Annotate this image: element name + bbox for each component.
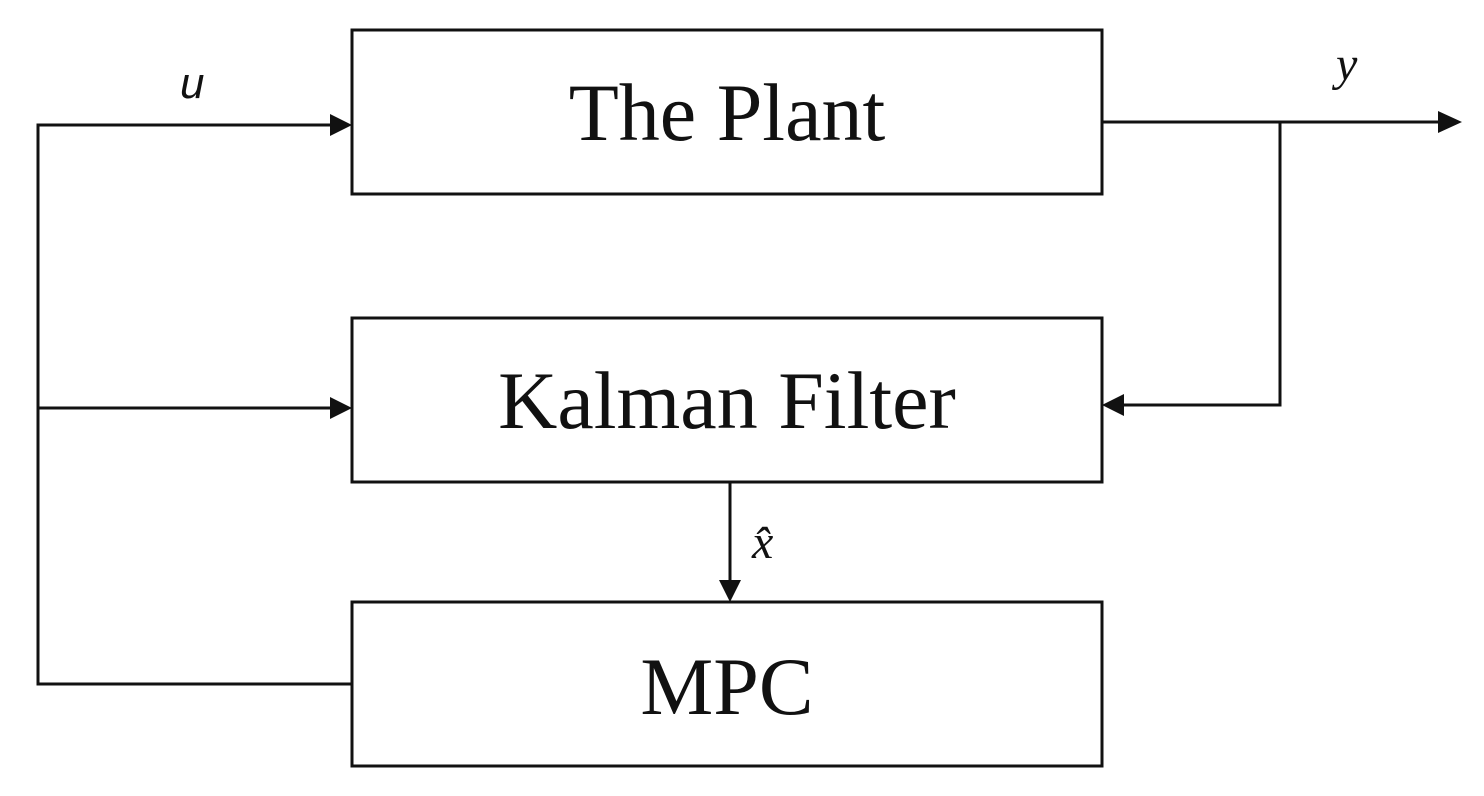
mpc-block: MPC <box>350 600 1104 768</box>
arrow-output-y <box>1438 111 1462 133</box>
x-hat-label: x̂ <box>751 516 773 569</box>
kalman-filter-label: Kalman Filter <box>498 355 956 446</box>
arrow-into-kalman-from-y <box>1102 394 1124 416</box>
y-label: y <box>1331 38 1358 91</box>
output-signal-wires <box>1102 111 1462 416</box>
plant-block: The Plant <box>350 28 1104 196</box>
arrow-into-kalman-from-u <box>330 397 352 419</box>
y-feedback-wire <box>1122 122 1282 407</box>
mpc-output-wire <box>36 123 352 686</box>
arrow-into-plant <box>330 114 352 136</box>
kalman-filter-block: Kalman Filter <box>350 316 1104 484</box>
control-signal-wires <box>36 114 352 686</box>
arrow-into-mpc <box>719 580 741 602</box>
state-estimate-wire-group <box>719 482 741 602</box>
u-label: u <box>180 59 204 108</box>
plant-label: The Plant <box>569 67 886 158</box>
mpc-label: MPC <box>640 641 813 732</box>
